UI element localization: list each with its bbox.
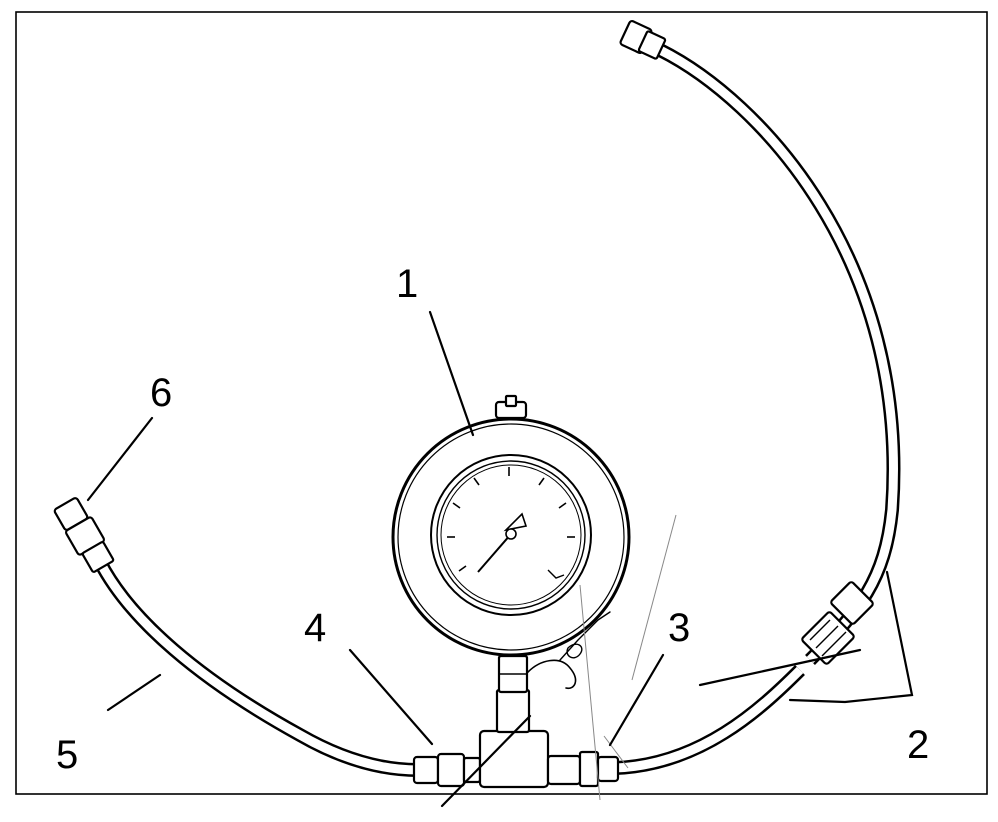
callout-5: 5: [56, 733, 78, 777]
leader-2b: [698, 648, 862, 687]
right-hose: [619, 20, 901, 665]
callout-3: 3: [668, 606, 690, 650]
leader-tee: [440, 714, 532, 808]
guide-lines: [579, 514, 677, 801]
left-hose: [53, 497, 419, 777]
tee-fitting: [412, 654, 620, 789]
right-hose-coupling: [801, 581, 874, 665]
gauge-needle: [477, 512, 528, 573]
tether-loop: [566, 643, 583, 659]
right-hose-end-fitting: [619, 20, 667, 60]
leader-6: [86, 416, 154, 502]
leader-4: [348, 648, 434, 746]
callout-2: 2: [907, 723, 929, 767]
leader-3: [608, 653, 665, 747]
leader-2: [788, 570, 914, 704]
pressure-gauge: [391, 394, 631, 657]
diagram-frame: [15, 11, 988, 795]
right-short-hose: [614, 665, 805, 775]
left-hose-end-fitting: [53, 497, 115, 573]
tether-cord: [559, 611, 611, 661]
leader-1: [428, 310, 475, 437]
leader-5: [106, 673, 162, 712]
callout-1: 1: [396, 262, 418, 306]
tether-chain: [527, 659, 577, 690]
callout-4: 4: [304, 606, 326, 650]
leader-lines: [86, 310, 914, 808]
callout-6: 6: [150, 371, 172, 415]
gauge-dial-ticks: [447, 467, 575, 572]
